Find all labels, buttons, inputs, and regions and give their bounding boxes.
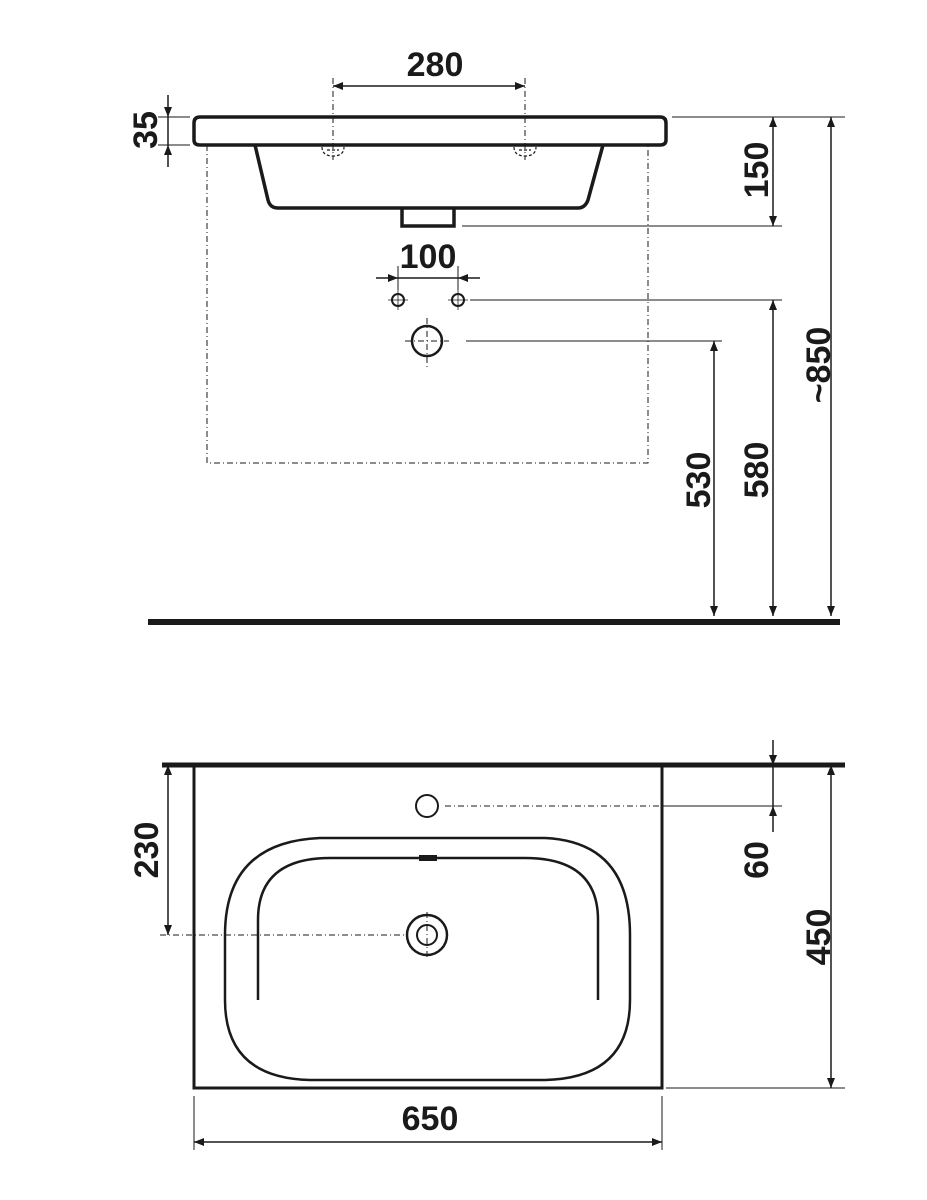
- dim-supply-height: 580: [738, 442, 776, 499]
- dim-tap-hole-offset: 60: [738, 841, 776, 879]
- dim-depth: 450: [800, 909, 838, 966]
- dim-waste-center-height: 530: [680, 452, 718, 509]
- dim-rim-height: ~850: [800, 327, 838, 404]
- waste-pipe: [405, 318, 449, 368]
- waste-outlet: [400, 208, 456, 228]
- dim-width: 650: [402, 1100, 459, 1138]
- front-view: [148, 78, 845, 625]
- supply-pipe-right: [448, 290, 468, 310]
- bowl-inner: [256, 856, 600, 1000]
- top-view: [160, 740, 845, 1150]
- tap-hole-top: [415, 794, 439, 818]
- basin-rim: [192, 115, 668, 147]
- dim-bowl-depth: 150: [738, 142, 776, 199]
- dim-tap-spacing: 280: [407, 46, 464, 84]
- dim-rim-thickness: 35: [127, 111, 165, 149]
- dim-waste-offset: 230: [128, 822, 166, 879]
- basin-bowl: [253, 144, 605, 210]
- vanity-outline: [206, 145, 649, 464]
- bowl-outer: [223, 836, 632, 1082]
- basin-top-outline: [192, 765, 664, 1090]
- dim-waste-hole-spacing: 100: [400, 238, 457, 276]
- supply-pipe-left: [388, 290, 408, 310]
- overflow-slot: [419, 855, 437, 861]
